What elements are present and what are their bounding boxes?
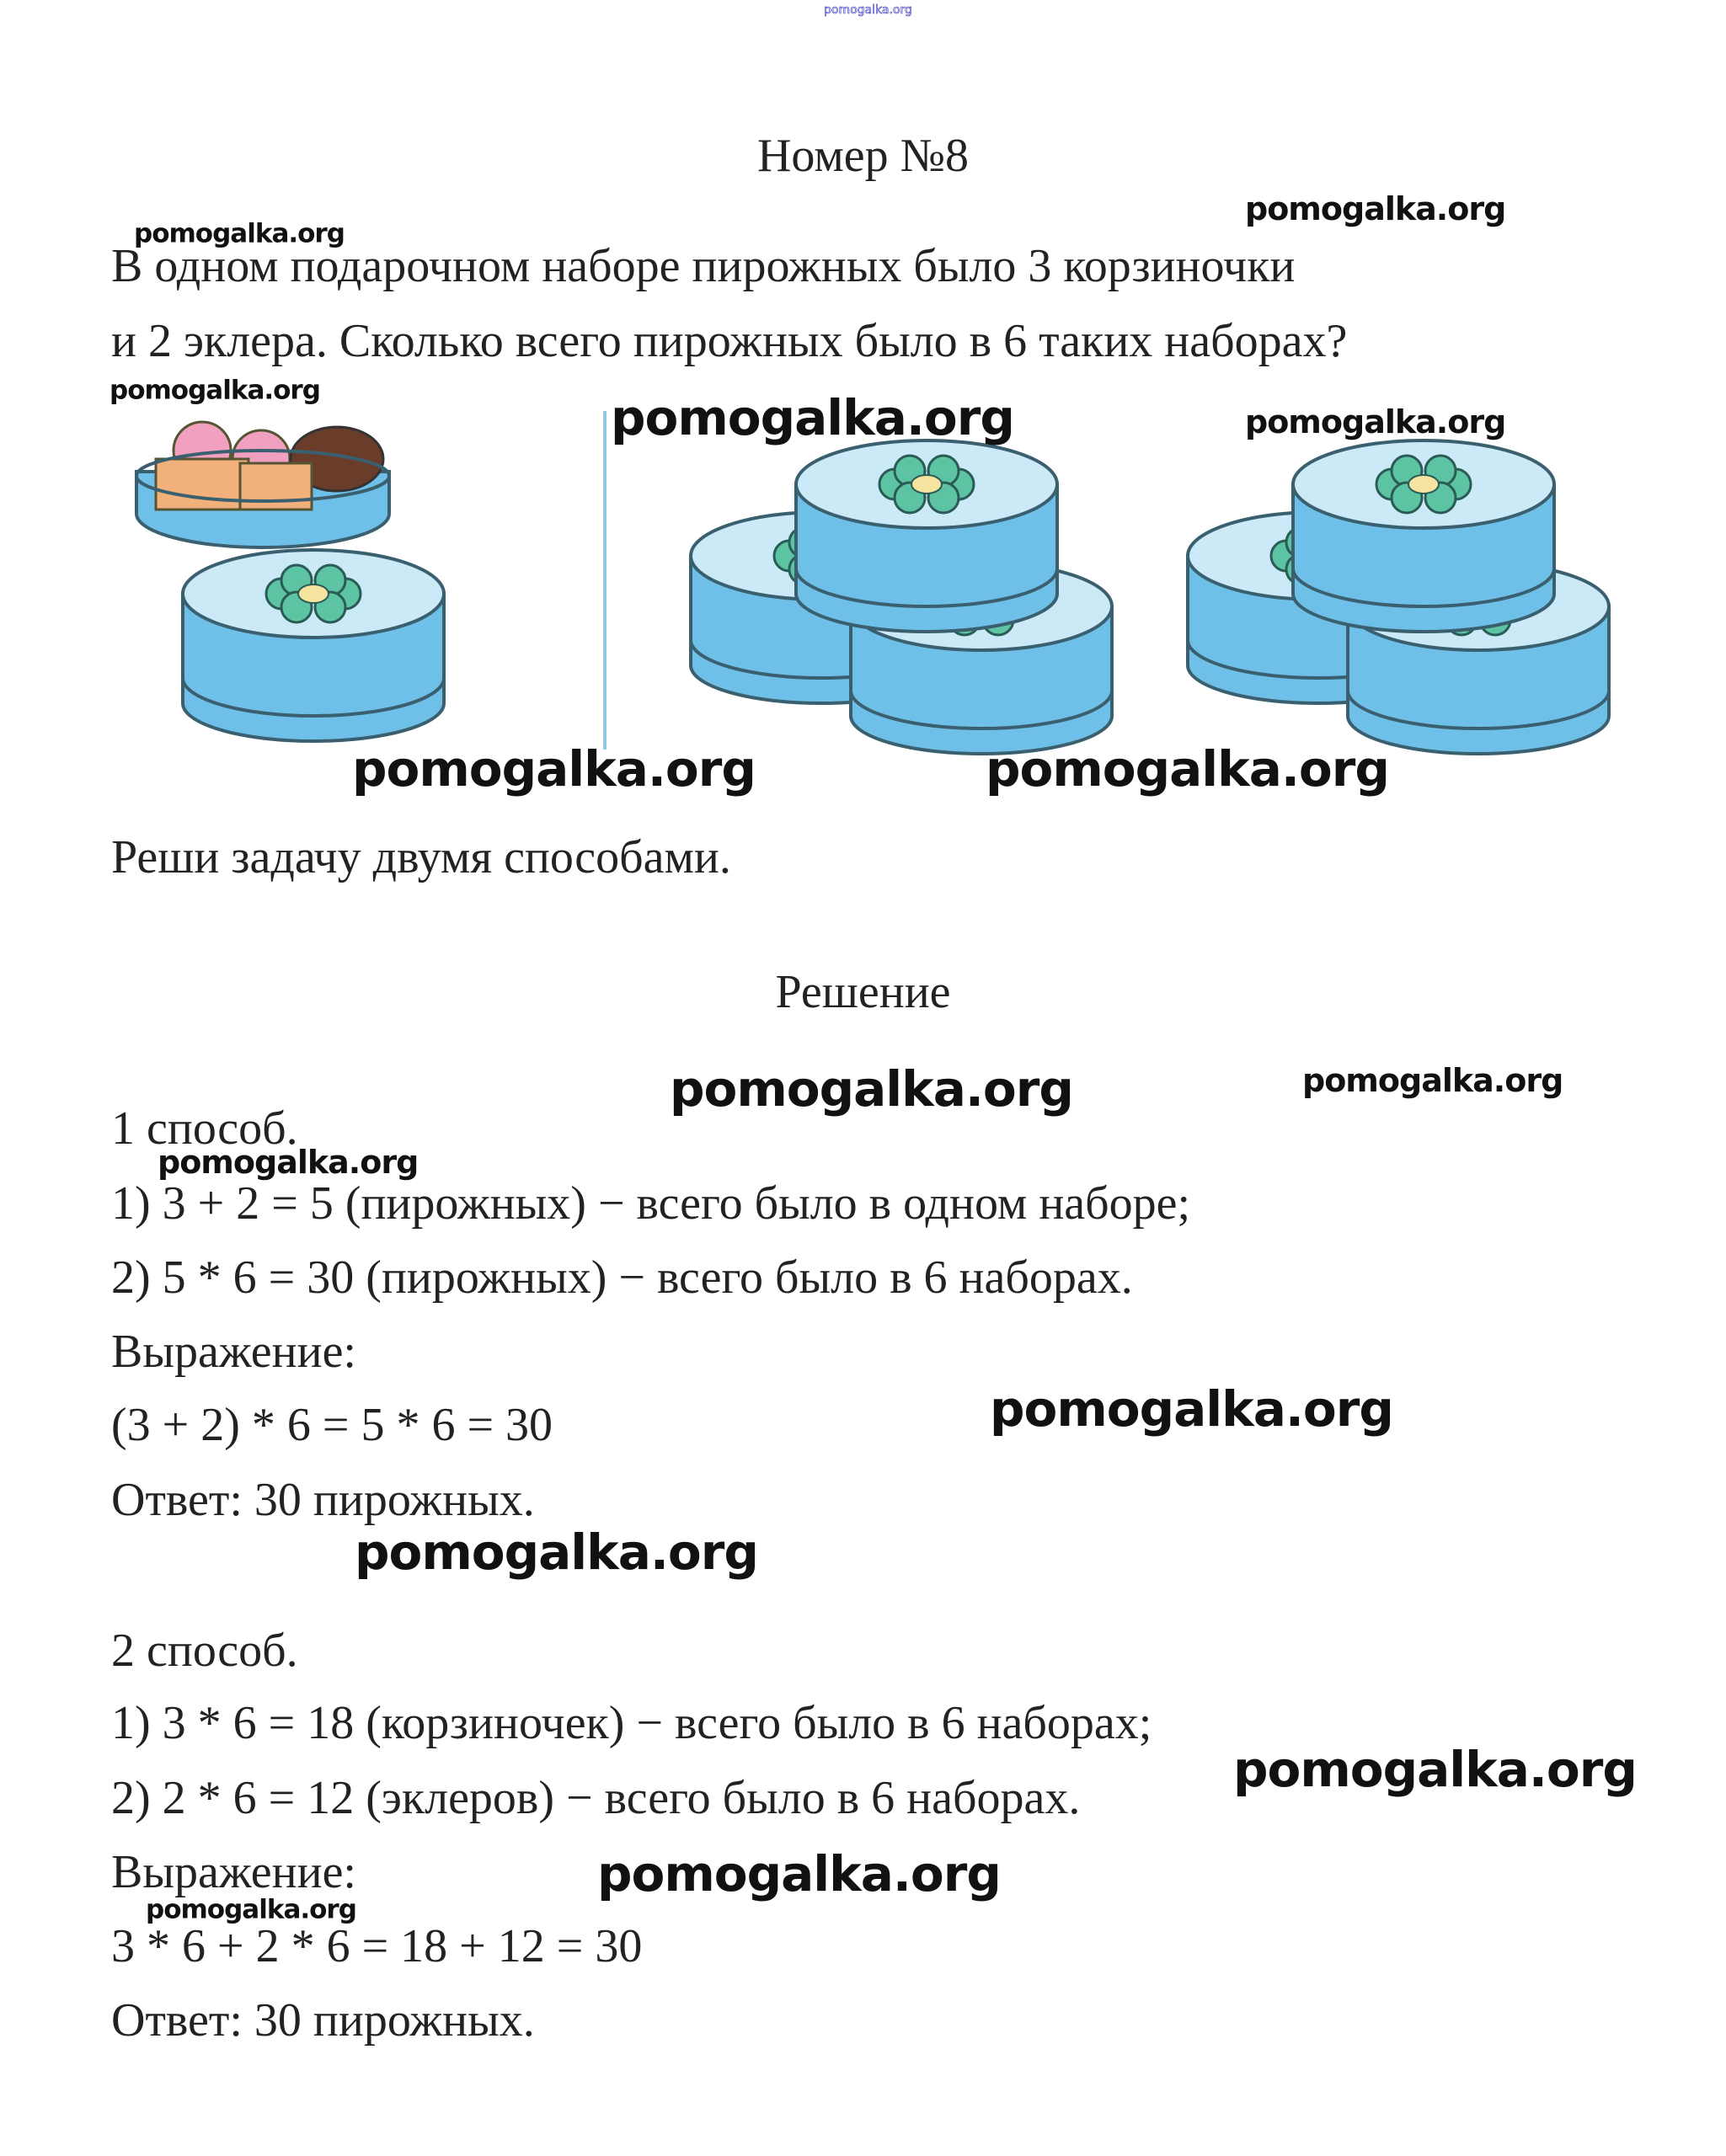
watermark: pomogalka.org bbox=[1245, 403, 1506, 440]
watermark: pomogalka.org bbox=[352, 740, 756, 798]
watermark: pomogalka.org bbox=[611, 389, 1015, 446]
method1-step2: 2) 5 * 6 = 30 (пирожных) − всего было в … bbox=[111, 1251, 1133, 1304]
watermark: pomogalka.org bbox=[1233, 1741, 1638, 1798]
instruction-text: Реши задачу двумя способами. bbox=[111, 831, 731, 883]
method1-step1: 1) 3 + 2 = 5 (пирожных) − всего было в о… bbox=[111, 1177, 1191, 1230]
method2-expression: 3 * 6 + 2 * 6 = 18 + 12 = 30 bbox=[111, 1920, 643, 1972]
watermark: pomogalka.org bbox=[134, 218, 345, 249]
watermark: pomogalka.org bbox=[1302, 1062, 1563, 1099]
watermark: pomogalka.org bbox=[990, 1380, 1394, 1438]
open-box-with-cakes bbox=[135, 420, 391, 549]
watermark: pomogalka.org bbox=[355, 1524, 759, 1581]
stack-of-boxes-2 bbox=[1188, 440, 1609, 754]
method2-title: 2 способ. bbox=[111, 1625, 298, 1677]
method1-expression: (3 + 2) * 6 = 5 * 6 = 30 bbox=[111, 1399, 553, 1451]
method1-answer: Ответ: 30 пирожных. bbox=[111, 1474, 535, 1526]
method1-title: 1 способ. bbox=[111, 1102, 298, 1155]
solution-heading: Решение bbox=[775, 966, 951, 1018]
method1-expression-label: Выражение: bbox=[111, 1326, 356, 1378]
watermark: pomogalka.org bbox=[670, 1060, 1074, 1118]
watermark: pomogalka.org bbox=[597, 1845, 1002, 1903]
method2-expression-label: Выражение: bbox=[111, 1846, 356, 1898]
method2-answer: Ответ: 30 пирожных. bbox=[111, 1994, 535, 2047]
stack-of-boxes-1 bbox=[691, 440, 1112, 754]
watermark: pomogalka.org bbox=[986, 740, 1390, 798]
method2-step1: 1) 3 * 6 = 18 (корзиночек) − всего было … bbox=[111, 1697, 1152, 1749]
problem-line-2: и 2 эклера. Сколько всего пирожных было … bbox=[111, 315, 1348, 367]
watermark: pomogalka.org bbox=[1245, 190, 1506, 227]
watermark: pomogalka.org bbox=[146, 1894, 357, 1925]
method2-step2: 2) 2 * 6 = 12 (эклеров) − всего было в 6… bbox=[111, 1772, 1081, 1824]
top-watermark[interactable]: pomogalka.org bbox=[824, 3, 912, 18]
watermark: pomogalka.org bbox=[110, 375, 321, 406]
closed-box bbox=[183, 550, 444, 741]
page-title: Номер №8 bbox=[756, 130, 970, 182]
problem-line-1: В одном подарочном наборе пирожных было … bbox=[111, 240, 1296, 292]
watermark: pomogalka.org bbox=[158, 1144, 419, 1181]
